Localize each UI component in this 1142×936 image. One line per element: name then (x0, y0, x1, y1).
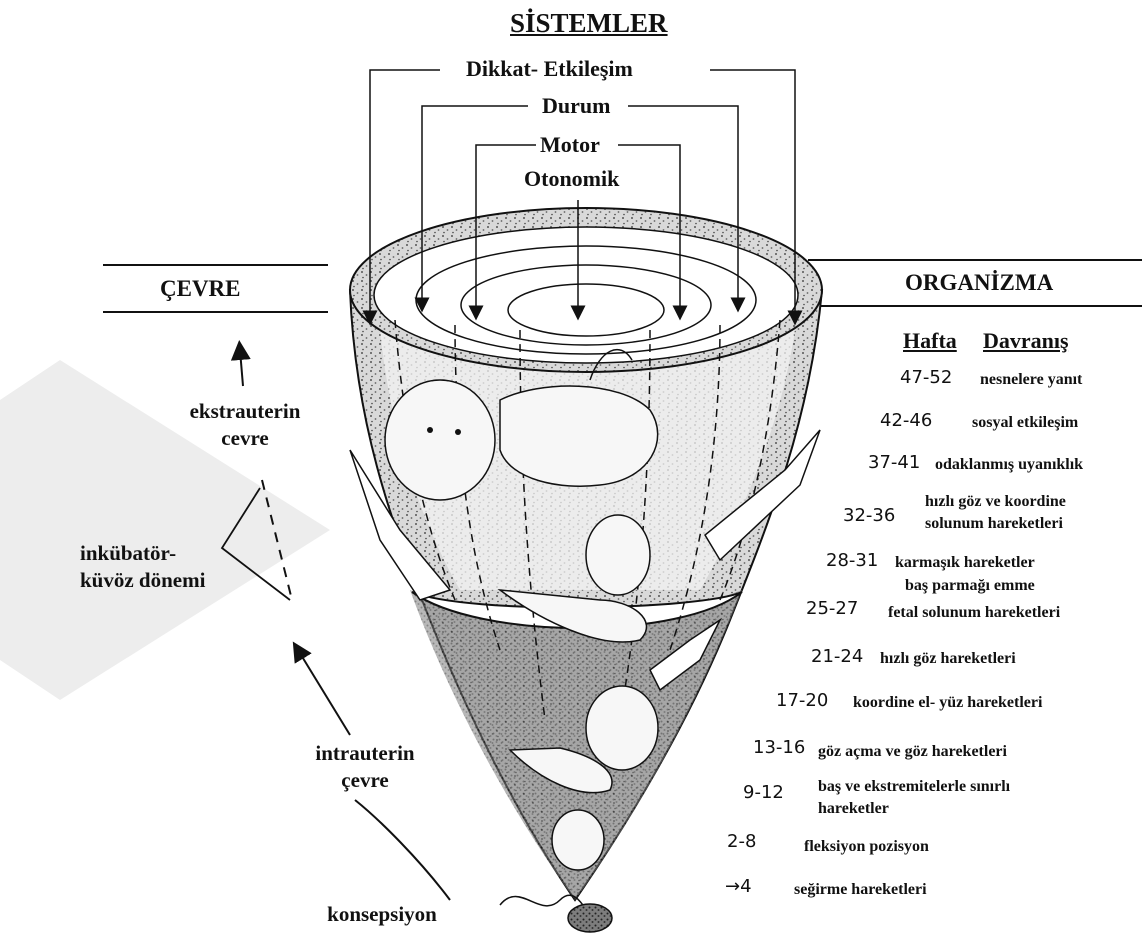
systems-title: SİSTEMLER (510, 8, 668, 39)
incubator-label: inkübatör- küvöz dönemi (80, 540, 240, 594)
stage-week: 2-8 (727, 831, 756, 852)
stage-behavior: seğirme hareketleri (794, 880, 927, 900)
stage-week: 25-27 (806, 598, 858, 619)
stage-week: 21-24 (811, 646, 863, 667)
stage-behavior: karmaşık hareketler (895, 553, 1035, 573)
stage-behavior: nesnelere yanıt (980, 370, 1082, 390)
stage-week: 42-46 (880, 410, 932, 431)
system-label-durum: Durum (538, 93, 614, 119)
stage-behavior: sosyal etkileşim (972, 413, 1078, 433)
ring-core (508, 284, 664, 336)
stage-behavior: baş ve ekstremitelerle sınırlı (818, 777, 1010, 797)
stage-behavior: hızlı göz ve koordine (925, 492, 1066, 512)
stage-week: 47-52 (900, 367, 952, 388)
stage-week: 13-16 (753, 737, 805, 758)
stage-behavior-continued: hareketler (818, 799, 889, 819)
extrauterine-label: ekstrauterin cevre (175, 398, 315, 452)
arrow-intrauterine (298, 650, 350, 735)
fetus-figure-small (552, 810, 604, 870)
stage-behavior: göz açma ve göz hareketleri (818, 742, 1007, 762)
incubator-label-line1: inkübatör- (80, 540, 240, 567)
conception-curve (355, 800, 450, 900)
stage-week: →4 (725, 876, 752, 897)
system-label-motor: Motor (536, 132, 604, 158)
embryo-base (568, 904, 612, 932)
behavior-column-header: Davranış (983, 328, 1069, 354)
stage-week: 32-36 (843, 505, 895, 526)
arrow-extrauterine (240, 350, 243, 386)
conception-label: konsepsiyon (312, 901, 452, 928)
intrauterine-label-line2: çevre (305, 767, 425, 794)
stage-behavior: hızlı göz hareketleri (880, 649, 1016, 669)
stage-behavior-continued: solunum hareketleri (925, 514, 1063, 534)
stage-week: 17-20 (776, 690, 828, 711)
system-label-dikkat: Dikkat- Etkileşim (462, 56, 637, 82)
organism-header: ORGANİZMA (905, 270, 1053, 296)
stage-behavior: fleksiyon pozisyon (804, 837, 929, 857)
environment-header: ÇEVRE (160, 276, 241, 302)
stage-week: 28-31 (826, 550, 878, 571)
stage-week: 9-12 (743, 782, 784, 803)
intrauterine-label-line1: intrauterin (305, 740, 425, 767)
system-label-otonomik: Otonomik (520, 166, 623, 192)
week-column-header: Hafta (903, 328, 957, 354)
extrauterine-label-line2: cevre (175, 425, 315, 452)
extrauterine-label-line1: ekstrauterin (175, 398, 315, 425)
stage-week: 37-41 (868, 452, 920, 473)
intrauterine-label: intrauterin çevre (305, 740, 425, 794)
stage-behavior-continued: baş parmağı emme (905, 576, 1035, 596)
stage-behavior: koordine el- yüz hareketleri (853, 693, 1042, 713)
stage-behavior: fetal solunum hareketleri (888, 603, 1060, 623)
stage-behavior: odaklanmış uyanıklık (935, 455, 1083, 475)
incubator-label-line2: küvöz dönemi (80, 567, 240, 594)
